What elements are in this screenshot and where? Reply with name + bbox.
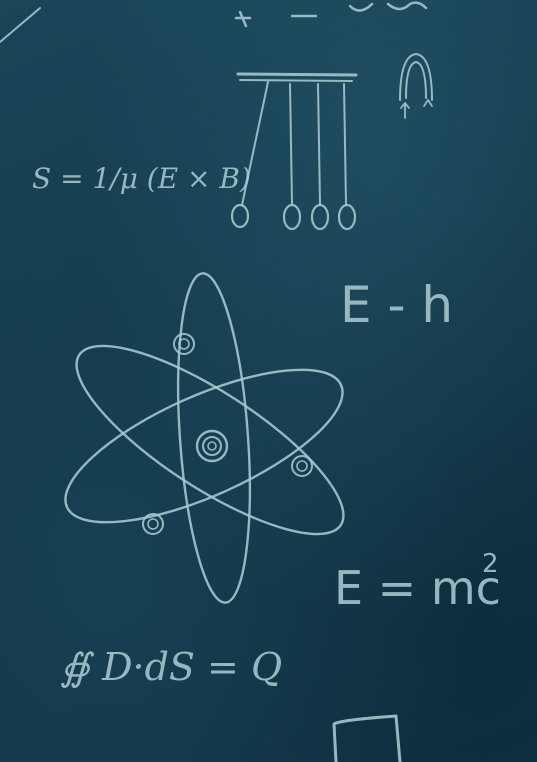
einstein-exponent: 2: [482, 549, 499, 579]
einstein-formula: E = mc 2: [334, 549, 501, 615]
poynting-formula-text: S = 1/μ (E × B): [32, 162, 251, 195]
top-scribbles: [0, 1, 428, 43]
poynting-formula: S = 1/μ (E × B): [32, 162, 251, 195]
atom-drawing: [64, 272, 345, 604]
gauss-formula-text: ∯ D·dS = Q: [60, 645, 282, 689]
planck-formula: E - h: [340, 276, 453, 334]
gauss-formula: ∯ D·dS = Q: [60, 645, 282, 689]
newtons-cradle-drawing: [230, 72, 358, 231]
einstein-formula-text: E = mc: [334, 561, 501, 615]
arch-symbol: [399, 53, 433, 119]
square-fragment: [332, 714, 402, 762]
planck-formula-text: E - h: [340, 276, 453, 334]
